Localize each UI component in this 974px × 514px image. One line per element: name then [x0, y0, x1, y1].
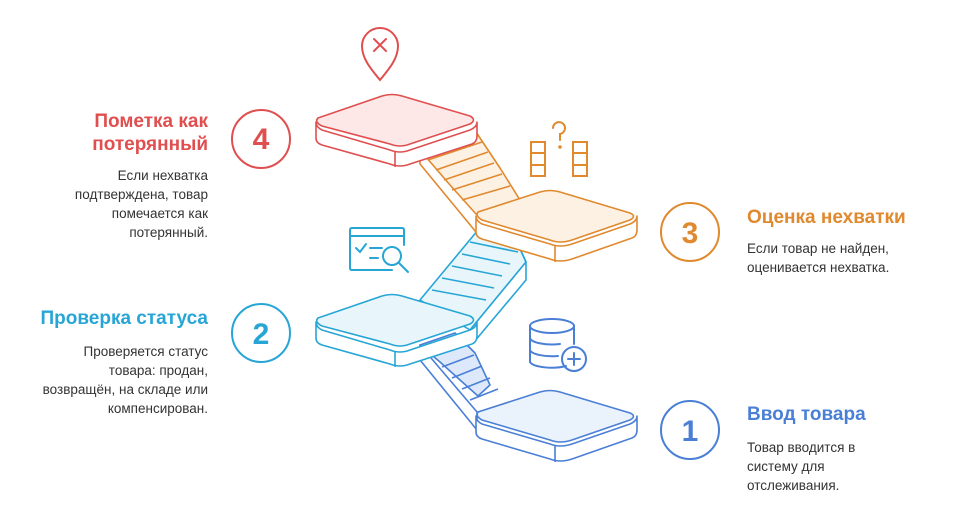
step1-title: Ввод товара: [747, 404, 866, 425]
question-boxes-icon: [530, 121, 588, 177]
step3-title: Оценка нехватки: [747, 207, 906, 228]
step1-number-badge: 1: [660, 400, 720, 460]
database-plus-icon: [529, 318, 587, 372]
platform-step1: [475, 389, 638, 462]
step2-title: Проверка статуса: [40, 308, 208, 329]
step1-number: 1: [682, 415, 699, 448]
step1-description: Товар вводится в систему для отслеживани…: [747, 440, 856, 493]
step3-description: Если товар не найден, оценивается нехват…: [747, 241, 890, 275]
step3-number: 3: [682, 217, 699, 250]
platform-step2: [315, 293, 478, 367]
platform-step4: [315, 93, 478, 167]
checklist-search-icon: [349, 227, 409, 273]
step4-description: Если нехватка подтверждена, товар помеча…: [74, 168, 208, 240]
step3-number-badge: 3: [660, 202, 720, 262]
step4-number-badge: 4: [231, 109, 291, 169]
step4-title: Пометка как потерянный: [92, 111, 208, 155]
step4-number: 4: [253, 123, 270, 156]
location-cross-icon: [360, 27, 400, 82]
step2-number-badge: 2: [231, 303, 291, 363]
platform-step3: [475, 189, 638, 262]
stair-step2-to-step3: [419, 229, 527, 343]
step2-description: Проверяется статус товара: продан, возвр…: [42, 344, 208, 416]
step2-number: 2: [253, 318, 270, 351]
